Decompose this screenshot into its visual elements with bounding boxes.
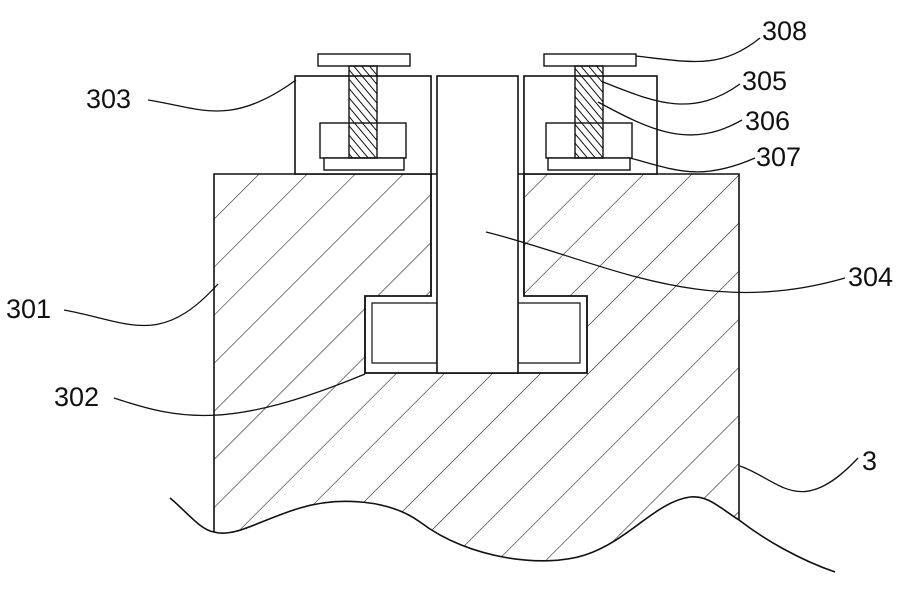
leader-305 — [602, 81, 741, 105]
leader-307 — [629, 157, 756, 173]
center-post — [436, 75, 519, 374]
channel-inner-right — [517, 302, 581, 364]
break-line-left — [169, 497, 215, 533]
right-screw — [574, 65, 604, 159]
left-knob — [317, 53, 411, 67]
base-block — [213, 173, 740, 562]
left-pad — [323, 157, 405, 171]
label-308: 308 — [762, 16, 807, 46]
label-305: 305 — [742, 66, 787, 96]
label-304: 304 — [848, 262, 893, 292]
leader-303 — [147, 79, 297, 112]
leader-3 — [739, 457, 859, 493]
leader-301 — [63, 283, 219, 327]
leader-308 — [635, 37, 761, 63]
label-303: 303 — [86, 84, 131, 114]
break-line-right — [738, 519, 836, 573]
leader-302 — [113, 373, 366, 417]
leader-306 — [597, 101, 743, 136]
label-301: 301 — [6, 294, 51, 324]
right-knob — [543, 53, 637, 67]
label-307: 307 — [756, 142, 801, 172]
leader-304 — [485, 231, 846, 294]
label-3: 3 — [862, 446, 877, 476]
label-306: 306 — [745, 106, 790, 136]
right-pad — [547, 157, 631, 171]
label-302: 302 — [54, 382, 99, 412]
channel-inner — [371, 302, 438, 364]
left-screw — [348, 65, 378, 159]
